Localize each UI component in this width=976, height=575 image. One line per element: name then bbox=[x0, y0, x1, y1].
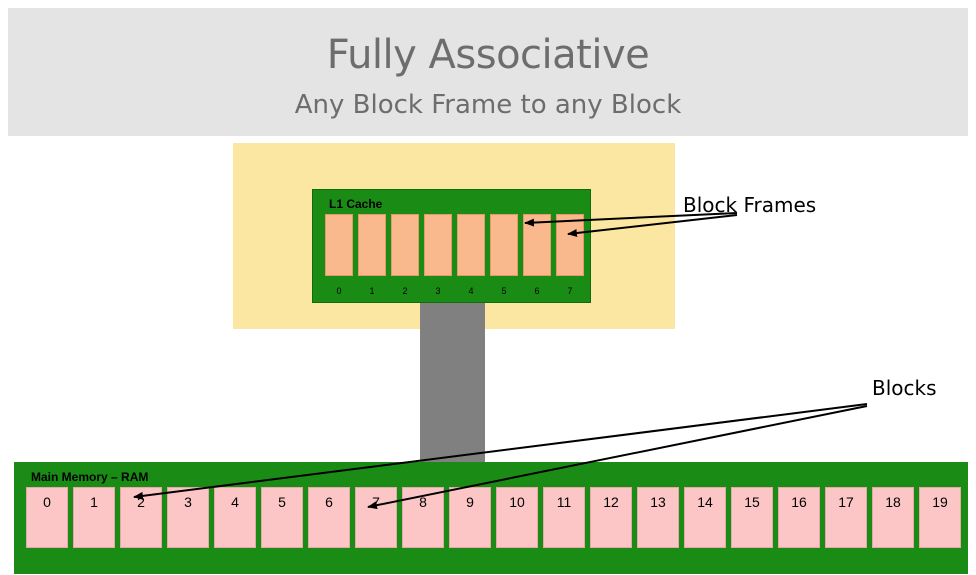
block-number: 1 bbox=[90, 494, 98, 510]
memory-block-4: 4 bbox=[214, 487, 256, 548]
memory-block-0: 0 bbox=[26, 487, 68, 548]
memory-block-9: 9 bbox=[449, 487, 491, 548]
block-number: 6 bbox=[325, 494, 333, 510]
frame-number: 0 bbox=[336, 286, 342, 296]
block-number: 14 bbox=[697, 494, 713, 510]
block-frame-2 bbox=[391, 214, 419, 276]
block-number: 4 bbox=[231, 494, 239, 510]
frame-number: 3 bbox=[435, 286, 441, 296]
memory-block-16: 16 bbox=[778, 487, 820, 548]
memory-block-18: 18 bbox=[872, 487, 914, 548]
memory-block-5: 5 bbox=[261, 487, 303, 548]
block-number: 15 bbox=[744, 494, 760, 510]
memory-block-15: 15 bbox=[731, 487, 773, 548]
l1-cache: L1 Cache 0 1 2 3 4 5 6 7 bbox=[312, 189, 591, 303]
cache-label: L1 Cache bbox=[329, 197, 383, 211]
page-subtitle: Any Block Frame to any Block bbox=[294, 90, 682, 120]
block-number: 17 bbox=[838, 494, 854, 510]
ram-label: Main Memory – RAM bbox=[31, 470, 149, 484]
block-frame-1 bbox=[358, 214, 386, 276]
memory-block-13: 13 bbox=[637, 487, 679, 548]
memory-block-19: 19 bbox=[919, 487, 961, 548]
frame-number: 6 bbox=[534, 286, 540, 296]
memory-block-1: 1 bbox=[73, 487, 115, 548]
block-frames-callout: Block Frames bbox=[683, 193, 817, 217]
frame-number: 7 bbox=[567, 286, 573, 296]
frame-number: 1 bbox=[369, 286, 375, 296]
memory-bus bbox=[420, 302, 485, 462]
memory-block-3: 3 bbox=[167, 487, 209, 548]
memory-block-14: 14 bbox=[684, 487, 726, 548]
block-number: 19 bbox=[932, 494, 948, 510]
frame-number: 2 bbox=[402, 286, 408, 296]
arrow-to-block-2 bbox=[133, 403, 868, 500]
block-number: 2 bbox=[137, 494, 145, 510]
arrow-to-frame-7 bbox=[567, 214, 738, 237]
block-number: 12 bbox=[603, 494, 619, 510]
block-number: 16 bbox=[791, 494, 807, 510]
block-number: 5 bbox=[278, 494, 286, 510]
block-frame-7 bbox=[556, 214, 584, 276]
block-frame-0 bbox=[325, 214, 353, 276]
block-number: 10 bbox=[509, 494, 525, 510]
block-frame-5 bbox=[490, 214, 518, 276]
memory-block-11: 11 bbox=[543, 487, 585, 548]
frame-number: 5 bbox=[501, 286, 507, 296]
block-number: 11 bbox=[556, 494, 572, 510]
memory-block-17: 17 bbox=[825, 487, 867, 548]
page-title: Fully Associative bbox=[326, 32, 650, 78]
block-frame-4 bbox=[457, 214, 485, 276]
block-number: 9 bbox=[466, 494, 474, 510]
block-number: 0 bbox=[43, 494, 51, 510]
title-banner: Fully Associative Any Block Frame to any… bbox=[8, 8, 968, 136]
block-number: 18 bbox=[885, 494, 901, 510]
arrow-to-block-7 bbox=[367, 405, 868, 510]
block-frame-3 bbox=[424, 214, 452, 276]
blocks-callout: Blocks bbox=[872, 376, 937, 400]
block-number: 3 bbox=[184, 494, 192, 510]
frame-number: 4 bbox=[468, 286, 474, 296]
block-number: 8 bbox=[419, 494, 427, 510]
memory-block-8: 8 bbox=[402, 487, 444, 548]
arrow-to-frame-6 bbox=[524, 212, 738, 227]
memory-block-10: 10 bbox=[496, 487, 538, 548]
memory-block-12: 12 bbox=[590, 487, 632, 548]
memory-block-6: 6 bbox=[308, 487, 350, 548]
block-number: 13 bbox=[650, 494, 666, 510]
